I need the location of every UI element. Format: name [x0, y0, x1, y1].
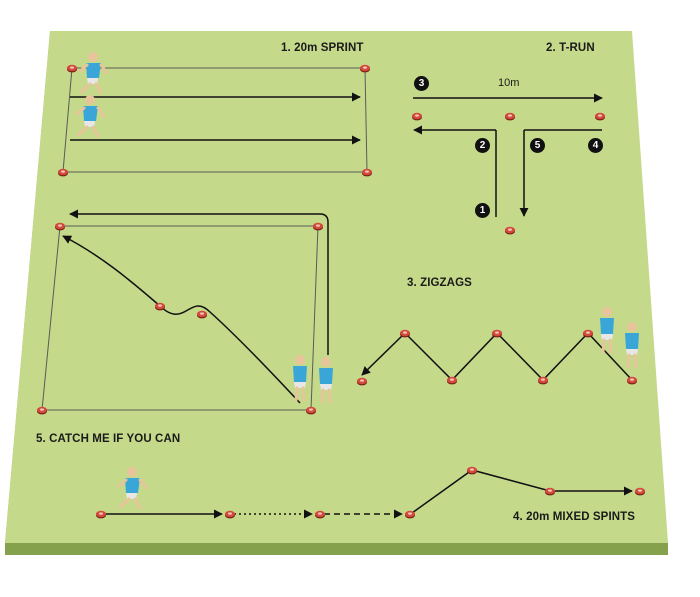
zigzags-title: 3. ZIGZAGS	[407, 277, 472, 289]
t-run-marker-5: 5	[530, 138, 545, 153]
cone	[505, 226, 515, 235]
cone	[467, 466, 477, 475]
cone	[315, 510, 325, 519]
cone	[67, 64, 77, 73]
t-run-title: 2. T-RUN	[546, 42, 595, 54]
cone	[545, 487, 555, 496]
cone	[58, 168, 68, 177]
t-run-marker-1: 1	[475, 203, 490, 218]
cone	[225, 510, 235, 519]
cone	[313, 222, 323, 231]
catch-drill	[37, 209, 329, 415]
player-catch-1	[293, 355, 307, 402]
catch-path-runner	[69, 209, 329, 355]
cone	[400, 329, 410, 338]
sprint-drill	[58, 64, 372, 177]
catch-title: 5. CATCH ME IF YOU CAN	[36, 433, 181, 445]
cone	[306, 406, 316, 415]
cone	[96, 510, 106, 519]
cone	[538, 376, 548, 385]
player-zigzag-1	[600, 307, 614, 354]
player-sprint-2	[75, 95, 106, 138]
cone	[627, 376, 637, 385]
mixed-arrow-angled	[411, 469, 633, 514]
t-run-marker-2: 2	[475, 138, 490, 153]
cone	[155, 302, 165, 311]
sprint-title: 1. 20m SPRINT	[281, 42, 364, 54]
player-sprint-1	[78, 52, 109, 95]
cone	[505, 112, 515, 121]
t-run-marker-4: 4	[588, 138, 603, 153]
cone	[447, 376, 457, 385]
cone	[492, 329, 502, 338]
player-catch-2	[319, 357, 333, 404]
cone	[362, 168, 372, 177]
zigzag-drill	[357, 329, 637, 386]
field-edge-bottom	[5, 543, 668, 555]
cone	[405, 510, 415, 519]
player-mixed	[117, 467, 148, 510]
t-run-drill	[412, 93, 605, 235]
cone	[37, 406, 47, 415]
cone	[357, 377, 367, 386]
cone	[55, 222, 65, 231]
field	[5, 31, 668, 543]
mixed-sprint-drill	[96, 466, 645, 519]
cone	[583, 329, 593, 338]
mixed-title: 4. 20m MIXED SPINTS	[513, 511, 636, 523]
cone	[595, 112, 605, 121]
cone	[197, 310, 207, 319]
t-run-distance-label: 10m	[498, 77, 520, 89]
player-zigzag-2	[625, 322, 639, 369]
t-run-marker-3: 3	[414, 76, 429, 91]
cone	[412, 112, 422, 121]
catch-path-chaser	[62, 235, 301, 404]
cone	[360, 64, 370, 73]
cone	[635, 487, 645, 496]
